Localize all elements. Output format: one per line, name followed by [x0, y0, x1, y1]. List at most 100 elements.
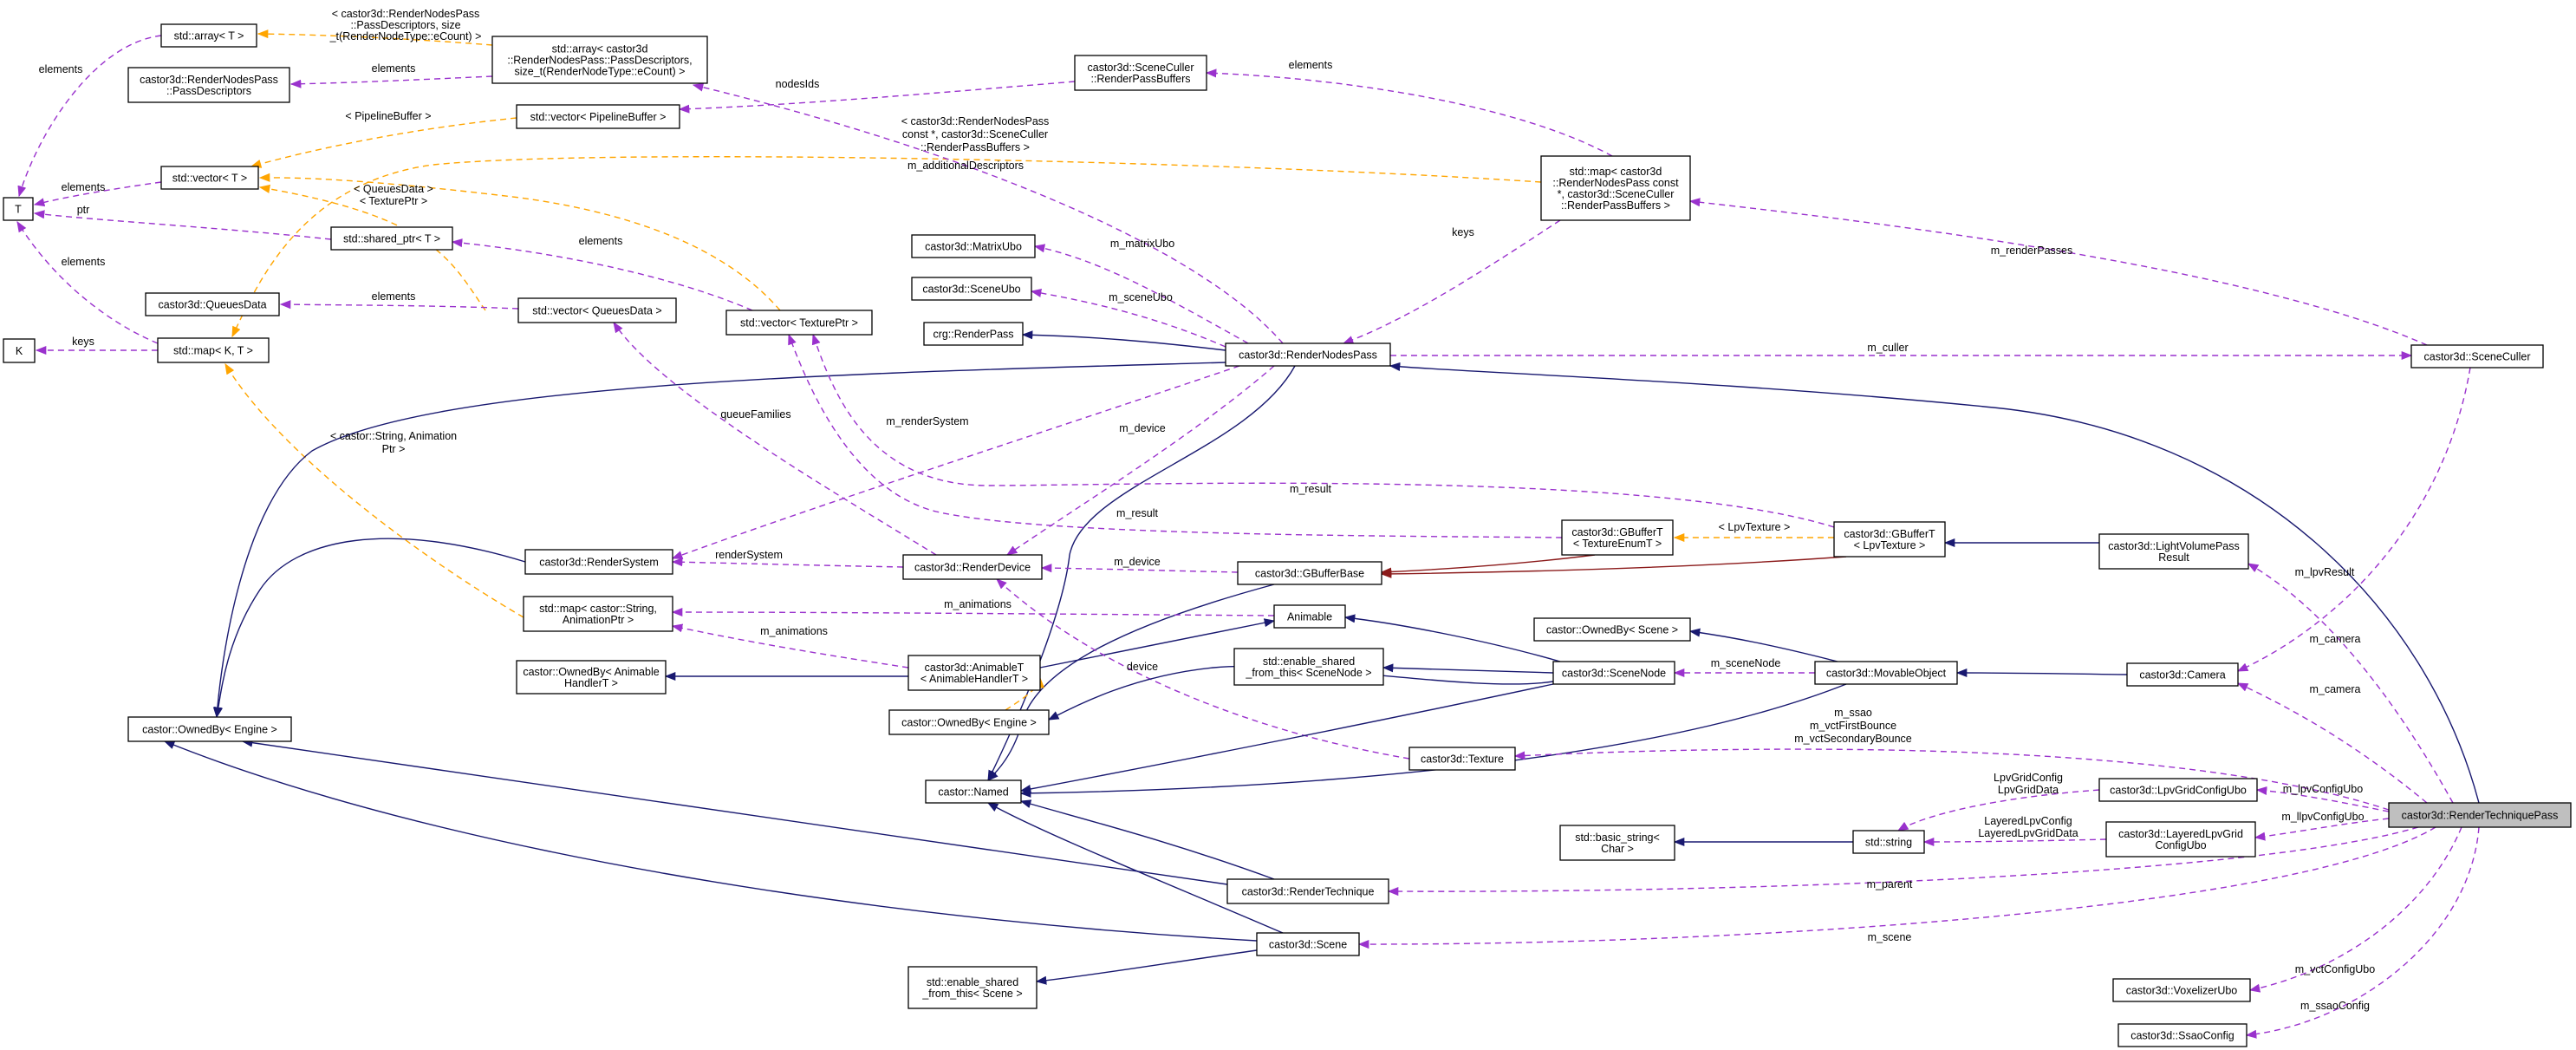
class-node-owned-by-animable[interactable]: castor::OwnedBy< AnimableHandlerT >	[516, 660, 667, 695]
edge-map_rpb-to-map_KT	[231, 156, 1542, 338]
class-node-owned-by-engine-b[interactable]: castor::OwnedBy< Engine >	[888, 709, 1050, 735]
class-node-named[interactable]: castor::Named	[925, 779, 1022, 804]
class-node-movable-object[interactable]: castor3d::MovableObject	[1814, 661, 1958, 685]
edge-label: m_ssao	[1834, 707, 1872, 719]
edge-label: m_animations	[944, 598, 1012, 610]
class-node-enable-shared-scenenode[interactable]: std::enable_shared_from_this< SceneNode …	[1233, 648, 1384, 686]
class-node-texture[interactable]: castor3d::Texture	[1408, 747, 1516, 771]
edge-label: elements	[372, 62, 416, 75]
edge-label: renderSystem	[715, 549, 783, 561]
class-node-vector-pipelinebuffer[interactable]: std::vector< PipelineBuffer >	[516, 104, 680, 129]
class-node-box	[517, 297, 677, 323]
edge-label: m_sceneNode	[1711, 657, 1781, 669]
class-node-label: Animable	[1287, 611, 1332, 623]
class-node-vector-T[interactable]: std::vector< T >	[160, 166, 259, 190]
class-node-box	[160, 166, 259, 190]
class-node-scene[interactable]: castor3d::Scene	[1256, 932, 1360, 956]
class-node-label: std::vector< QueuesData >	[532, 305, 661, 317]
class-node-string[interactable]: std::string	[1852, 830, 1925, 854]
class-node-label: castor::OwnedBy< Animable	[523, 666, 659, 678]
class-node-scene-culler-rpb[interactable]: castor3d::SceneCuller::RenderPassBuffers	[1074, 55, 1207, 91]
edge-label: elements	[372, 290, 416, 303]
class-node-render-technique-pass[interactable]: castor3d::RenderTechniquePass	[2388, 802, 2572, 828]
class-node-label: HandlerT >	[564, 677, 618, 689]
edge-label: LpvGridData	[1998, 784, 2059, 796]
edge-render_nodes_pass-to-matrix_ubo	[1033, 244, 1249, 344]
class-node-animable[interactable]: Animable	[1273, 604, 1346, 629]
class-node-owned-by-engine-a[interactable]: castor::OwnedBy< Engine >	[127, 716, 292, 742]
edge-label: elements	[1289, 59, 1333, 71]
class-node-box	[1552, 661, 1675, 685]
class-node-matrix-ubo[interactable]: castor3d::MatrixUbo	[911, 234, 1036, 258]
class-node-scene-node[interactable]: castor3d::SceneNode	[1552, 661, 1675, 685]
edge-render_device-to-render_system	[671, 558, 904, 568]
class-node-label: Char >	[1601, 843, 1634, 855]
class-node-gbuffer-base[interactable]: castor3d::GBufferBase	[1237, 561, 1382, 585]
class-node-crg-render-pass[interactable]: crg::RenderPass	[923, 322, 1024, 346]
class-node-lpv-grid-ubo[interactable]: castor3d::LpvGridConfigUbo	[2098, 778, 2258, 802]
class-node-box	[1273, 604, 1346, 629]
edge-vector_queuesdata-to-vector_T	[258, 184, 486, 311]
class-node-pass-descriptors[interactable]: castor3d::RenderNodesPass::PassDescripto…	[127, 67, 290, 103]
edge-render_system-to-owned_by_engine_a	[214, 538, 526, 719]
edge-gbuffer_texenum-to-gbuffer_base	[1380, 554, 1596, 577]
class-node-render-device[interactable]: castor3d::RenderDevice	[902, 554, 1043, 580]
class-node-gbuffer-texenum[interactable]: castor3d::GBufferT< TextureEnumT >	[1561, 519, 1674, 556]
edge-label: ::PassDescriptors, size	[350, 19, 460, 31]
class-node-vector-textureptr[interactable]: std::vector< TexturePtr >	[725, 310, 873, 336]
class-node-label: castor3d::GBufferBase	[1255, 568, 1364, 580]
class-node-box	[925, 779, 1022, 804]
edge-label: const *, castor3d::SceneCuller	[902, 128, 1048, 140]
class-node-array-T[interactable]: std::array< T >	[160, 23, 257, 48]
edges-layer	[16, 29, 2480, 1039]
class-node-box	[2410, 344, 2544, 368]
edge-label: m_camera	[2309, 633, 2360, 645]
edge-render_technique_pass-to-layered_lpv_ubo	[2254, 818, 2390, 841]
class-node-label: std::enable_shared	[1263, 655, 1355, 668]
class-node-map-animation[interactable]: std::map< castor::String,AnimationPtr >	[523, 596, 673, 632]
class-node-gbuffer-lpv[interactable]: castor3d::GBufferT< LpvTexture >	[1833, 521, 1946, 558]
class-node-map-rpb[interactable]: std::map< castor3d::RenderNodesPass cons…	[1540, 155, 1691, 221]
edge-scene_culler_rpb-to-vector_pipelinebuffer	[678, 81, 1076, 114]
edge-label: m_llpvConfigUbo	[2281, 811, 2364, 823]
class-node-box	[127, 67, 290, 103]
class-node-render-nodes-pass[interactable]: castor3d::RenderNodesPass	[1225, 342, 1391, 367]
class-node-box	[330, 226, 453, 251]
class-node-box	[516, 660, 667, 695]
edge-vector_queuesdata-to-queues_data	[279, 300, 519, 310]
class-node-box	[127, 716, 292, 742]
class-node-box	[524, 549, 673, 575]
class-node-label: std::array< T >	[174, 30, 244, 42]
edge-array_T-to-T	[17, 35, 162, 198]
class-node-voxelizer-ubo[interactable]: castor3d::VoxelizerUbo	[2112, 978, 2251, 1002]
class-node-ssao-config[interactable]: castor3d::SsaoConfig	[2117, 1023, 2247, 1047]
edge-label: elements	[579, 235, 623, 247]
class-node-owned-by-scene[interactable]: castor::OwnedBy< Scene >	[1533, 617, 1691, 642]
class-node-camera[interactable]: castor3d::Camera	[2126, 662, 2239, 687]
class-node-K[interactable]: K	[3, 338, 36, 363]
class-node-box	[1540, 155, 1691, 221]
class-node-enable-shared-scene[interactable]: std::enable_shared_from_this< Scene >	[907, 966, 1038, 1009]
class-node-box	[911, 234, 1036, 258]
edge-array_inst-to-array_T	[257, 29, 493, 46]
class-node-scene-ubo[interactable]: castor3d::SceneUbo	[911, 277, 1032, 301]
class-node-label: castor3d::MovableObject	[1826, 668, 1947, 680]
edge-label: m_vctSecondaryBounce	[1794, 733, 1912, 745]
edge-label: device	[1127, 661, 1158, 673]
class-node-vector-queuesdata[interactable]: std::vector< QueuesData >	[517, 297, 677, 323]
edge-vector_T-to-T	[33, 181, 162, 207]
class-node-scene-culler[interactable]: castor3d::SceneCuller	[2410, 344, 2544, 368]
class-node-render-technique[interactable]: castor3d::RenderTechnique	[1226, 878, 1389, 904]
edge-label: keys	[1452, 226, 1474, 238]
class-node-render-system[interactable]: castor3d::RenderSystem	[524, 549, 673, 575]
class-node-shared-ptr-T[interactable]: std::shared_ptr< T >	[330, 226, 453, 251]
class-node-basic-string[interactable]: std::basic_string<Char >	[1559, 825, 1675, 861]
class-node-animable-t[interactable]: castor3d::AnimableT< AnimableHandlerT >	[907, 655, 1041, 691]
class-node-array-inst[interactable]: std::array< castor3d::RenderNodesPass::P…	[491, 36, 708, 84]
class-node-map-KT[interactable]: std::map< K, T >	[157, 337, 270, 363]
class-node-T[interactable]: T	[3, 197, 34, 221]
class-node-queues-data[interactable]: castor3d::QueuesData	[145, 292, 280, 316]
